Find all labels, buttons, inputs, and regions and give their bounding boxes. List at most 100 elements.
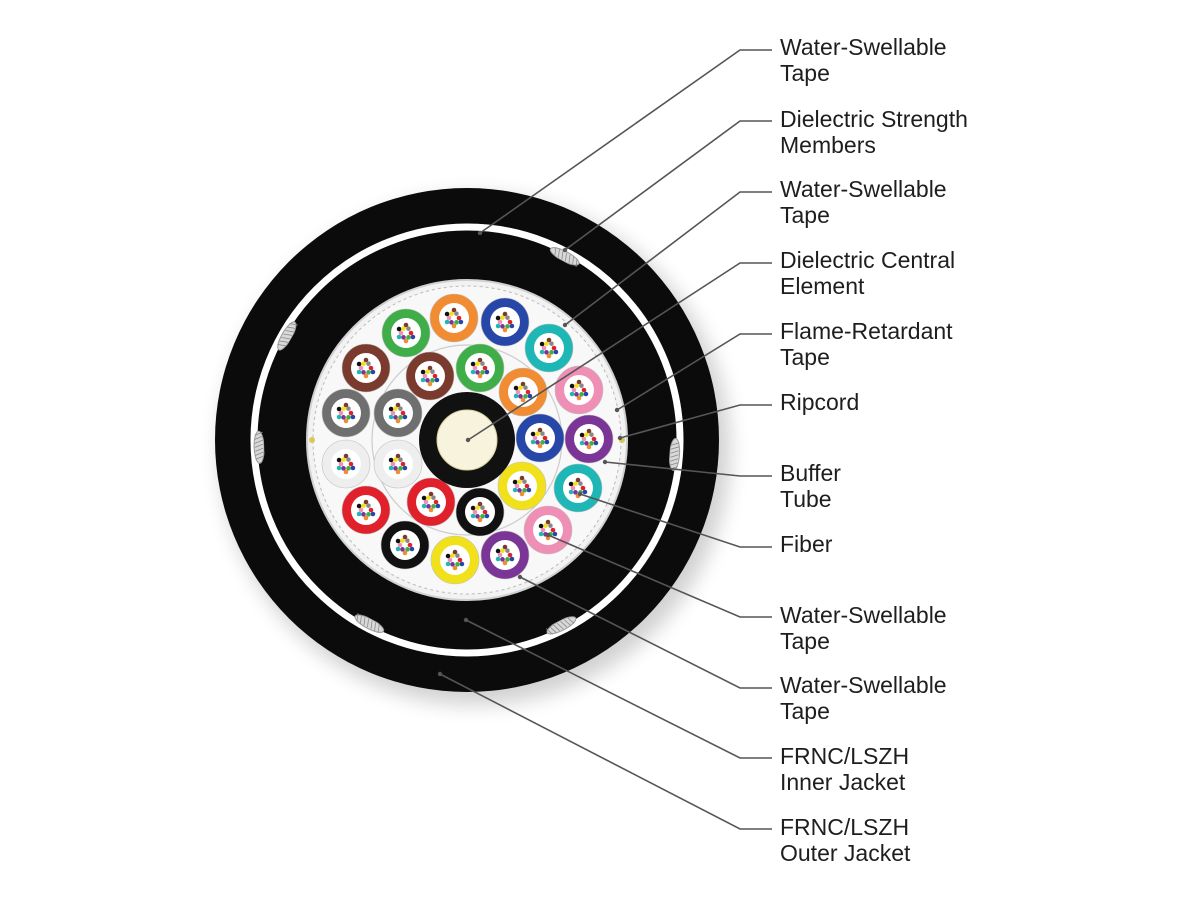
fiber bbox=[502, 544, 508, 550]
fiber bbox=[457, 557, 463, 563]
leader-dot-dielectric-central-element bbox=[465, 437, 471, 443]
fiber bbox=[336, 465, 342, 471]
fiber bbox=[361, 370, 366, 375]
fiber bbox=[400, 547, 405, 552]
strength-member-strand bbox=[545, 628, 553, 635]
leader-dot-frnc-lszh-outer-jacket bbox=[437, 671, 443, 677]
buffer-tube-gel bbox=[508, 377, 538, 407]
fiber bbox=[356, 511, 362, 517]
fiber bbox=[423, 499, 429, 505]
fiber bbox=[553, 341, 559, 347]
buffer-tube-gel bbox=[534, 333, 564, 363]
fiber bbox=[578, 481, 583, 486]
fiber bbox=[393, 457, 398, 462]
fiber bbox=[401, 326, 406, 331]
fiber bbox=[425, 378, 430, 383]
strength-member-strand bbox=[254, 435, 263, 440]
fiber bbox=[495, 315, 501, 321]
fiber bbox=[527, 385, 533, 391]
fiber bbox=[427, 365, 433, 371]
cable-cross-section bbox=[215, 188, 730, 705]
fiber bbox=[472, 509, 478, 515]
fiber bbox=[589, 441, 594, 446]
strength-member-strand bbox=[254, 431, 263, 436]
buffer-tube-gel bbox=[490, 540, 520, 570]
fiber bbox=[403, 322, 409, 328]
buffer-tube-gel bbox=[533, 515, 563, 545]
fiber bbox=[497, 552, 503, 558]
fiber bbox=[403, 338, 409, 344]
fiber bbox=[541, 345, 547, 351]
buffer-tube bbox=[524, 323, 574, 373]
buffer-tube-gel bbox=[415, 361, 445, 391]
buffer-tube bbox=[455, 343, 505, 393]
fiber bbox=[470, 513, 476, 519]
fiber bbox=[366, 361, 371, 366]
fiber bbox=[428, 507, 434, 513]
fiber bbox=[432, 373, 438, 379]
fiber bbox=[454, 311, 459, 316]
fiber bbox=[495, 323, 501, 329]
leader-dot-frnc-lszh-inner-jacket bbox=[463, 617, 469, 623]
fiber bbox=[341, 466, 346, 471]
fiber bbox=[477, 357, 483, 363]
buffer-tube bbox=[380, 520, 430, 570]
fiber bbox=[401, 335, 406, 340]
strength-member-strand bbox=[553, 624, 560, 632]
fiber bbox=[514, 483, 520, 489]
strength-member-strand bbox=[367, 618, 369, 628]
fiber bbox=[395, 546, 401, 552]
fiber bbox=[484, 513, 490, 519]
label-line: Outer Jacket bbox=[780, 840, 911, 866]
fiber bbox=[435, 503, 441, 509]
strength-member-strand bbox=[255, 451, 264, 456]
strength-member-strand bbox=[669, 462, 679, 466]
fiber bbox=[505, 557, 510, 562]
fiber bbox=[361, 503, 366, 508]
strength-member-strand bbox=[669, 458, 679, 462]
fiber bbox=[586, 444, 592, 450]
fiber bbox=[542, 435, 548, 441]
fiber bbox=[458, 319, 464, 325]
fiber bbox=[398, 466, 403, 471]
fiber bbox=[393, 406, 398, 411]
strength-member-strand bbox=[670, 450, 679, 454]
buffer-tube-gel bbox=[525, 423, 555, 453]
buffer-tube-gel bbox=[574, 424, 604, 454]
fiber bbox=[398, 415, 403, 420]
fiber bbox=[502, 327, 508, 333]
leader-line-water-swellable-tape-2 bbox=[564, 191, 772, 326]
fiber bbox=[550, 527, 556, 533]
fiber bbox=[434, 369, 440, 375]
fiber bbox=[363, 515, 369, 521]
fiber bbox=[398, 406, 403, 411]
label-line: Buffer bbox=[780, 460, 841, 486]
fiber bbox=[517, 488, 522, 493]
buffer-tube-gel bbox=[563, 473, 593, 503]
fiber bbox=[519, 491, 525, 497]
fiber bbox=[452, 549, 458, 555]
fiber bbox=[526, 487, 532, 493]
fiber bbox=[475, 361, 480, 366]
strength-member-strand bbox=[671, 442, 680, 446]
fiber bbox=[539, 349, 545, 355]
fiber bbox=[366, 503, 371, 508]
fiber bbox=[406, 326, 411, 331]
buffer-tube-gel bbox=[391, 318, 421, 348]
strength-member-strand bbox=[277, 343, 286, 347]
fiber bbox=[523, 385, 528, 390]
fiber bbox=[395, 469, 401, 475]
fiber bbox=[509, 548, 515, 554]
fiber bbox=[482, 365, 488, 371]
fiber bbox=[350, 414, 356, 420]
fiber bbox=[484, 369, 490, 375]
strength-member bbox=[354, 613, 385, 633]
strength-member-strand bbox=[670, 454, 679, 458]
fiber bbox=[580, 485, 586, 491]
fiber bbox=[455, 562, 460, 567]
label-line: Tube bbox=[780, 486, 832, 512]
buffer-tube bbox=[341, 343, 391, 393]
fiber bbox=[522, 479, 527, 484]
